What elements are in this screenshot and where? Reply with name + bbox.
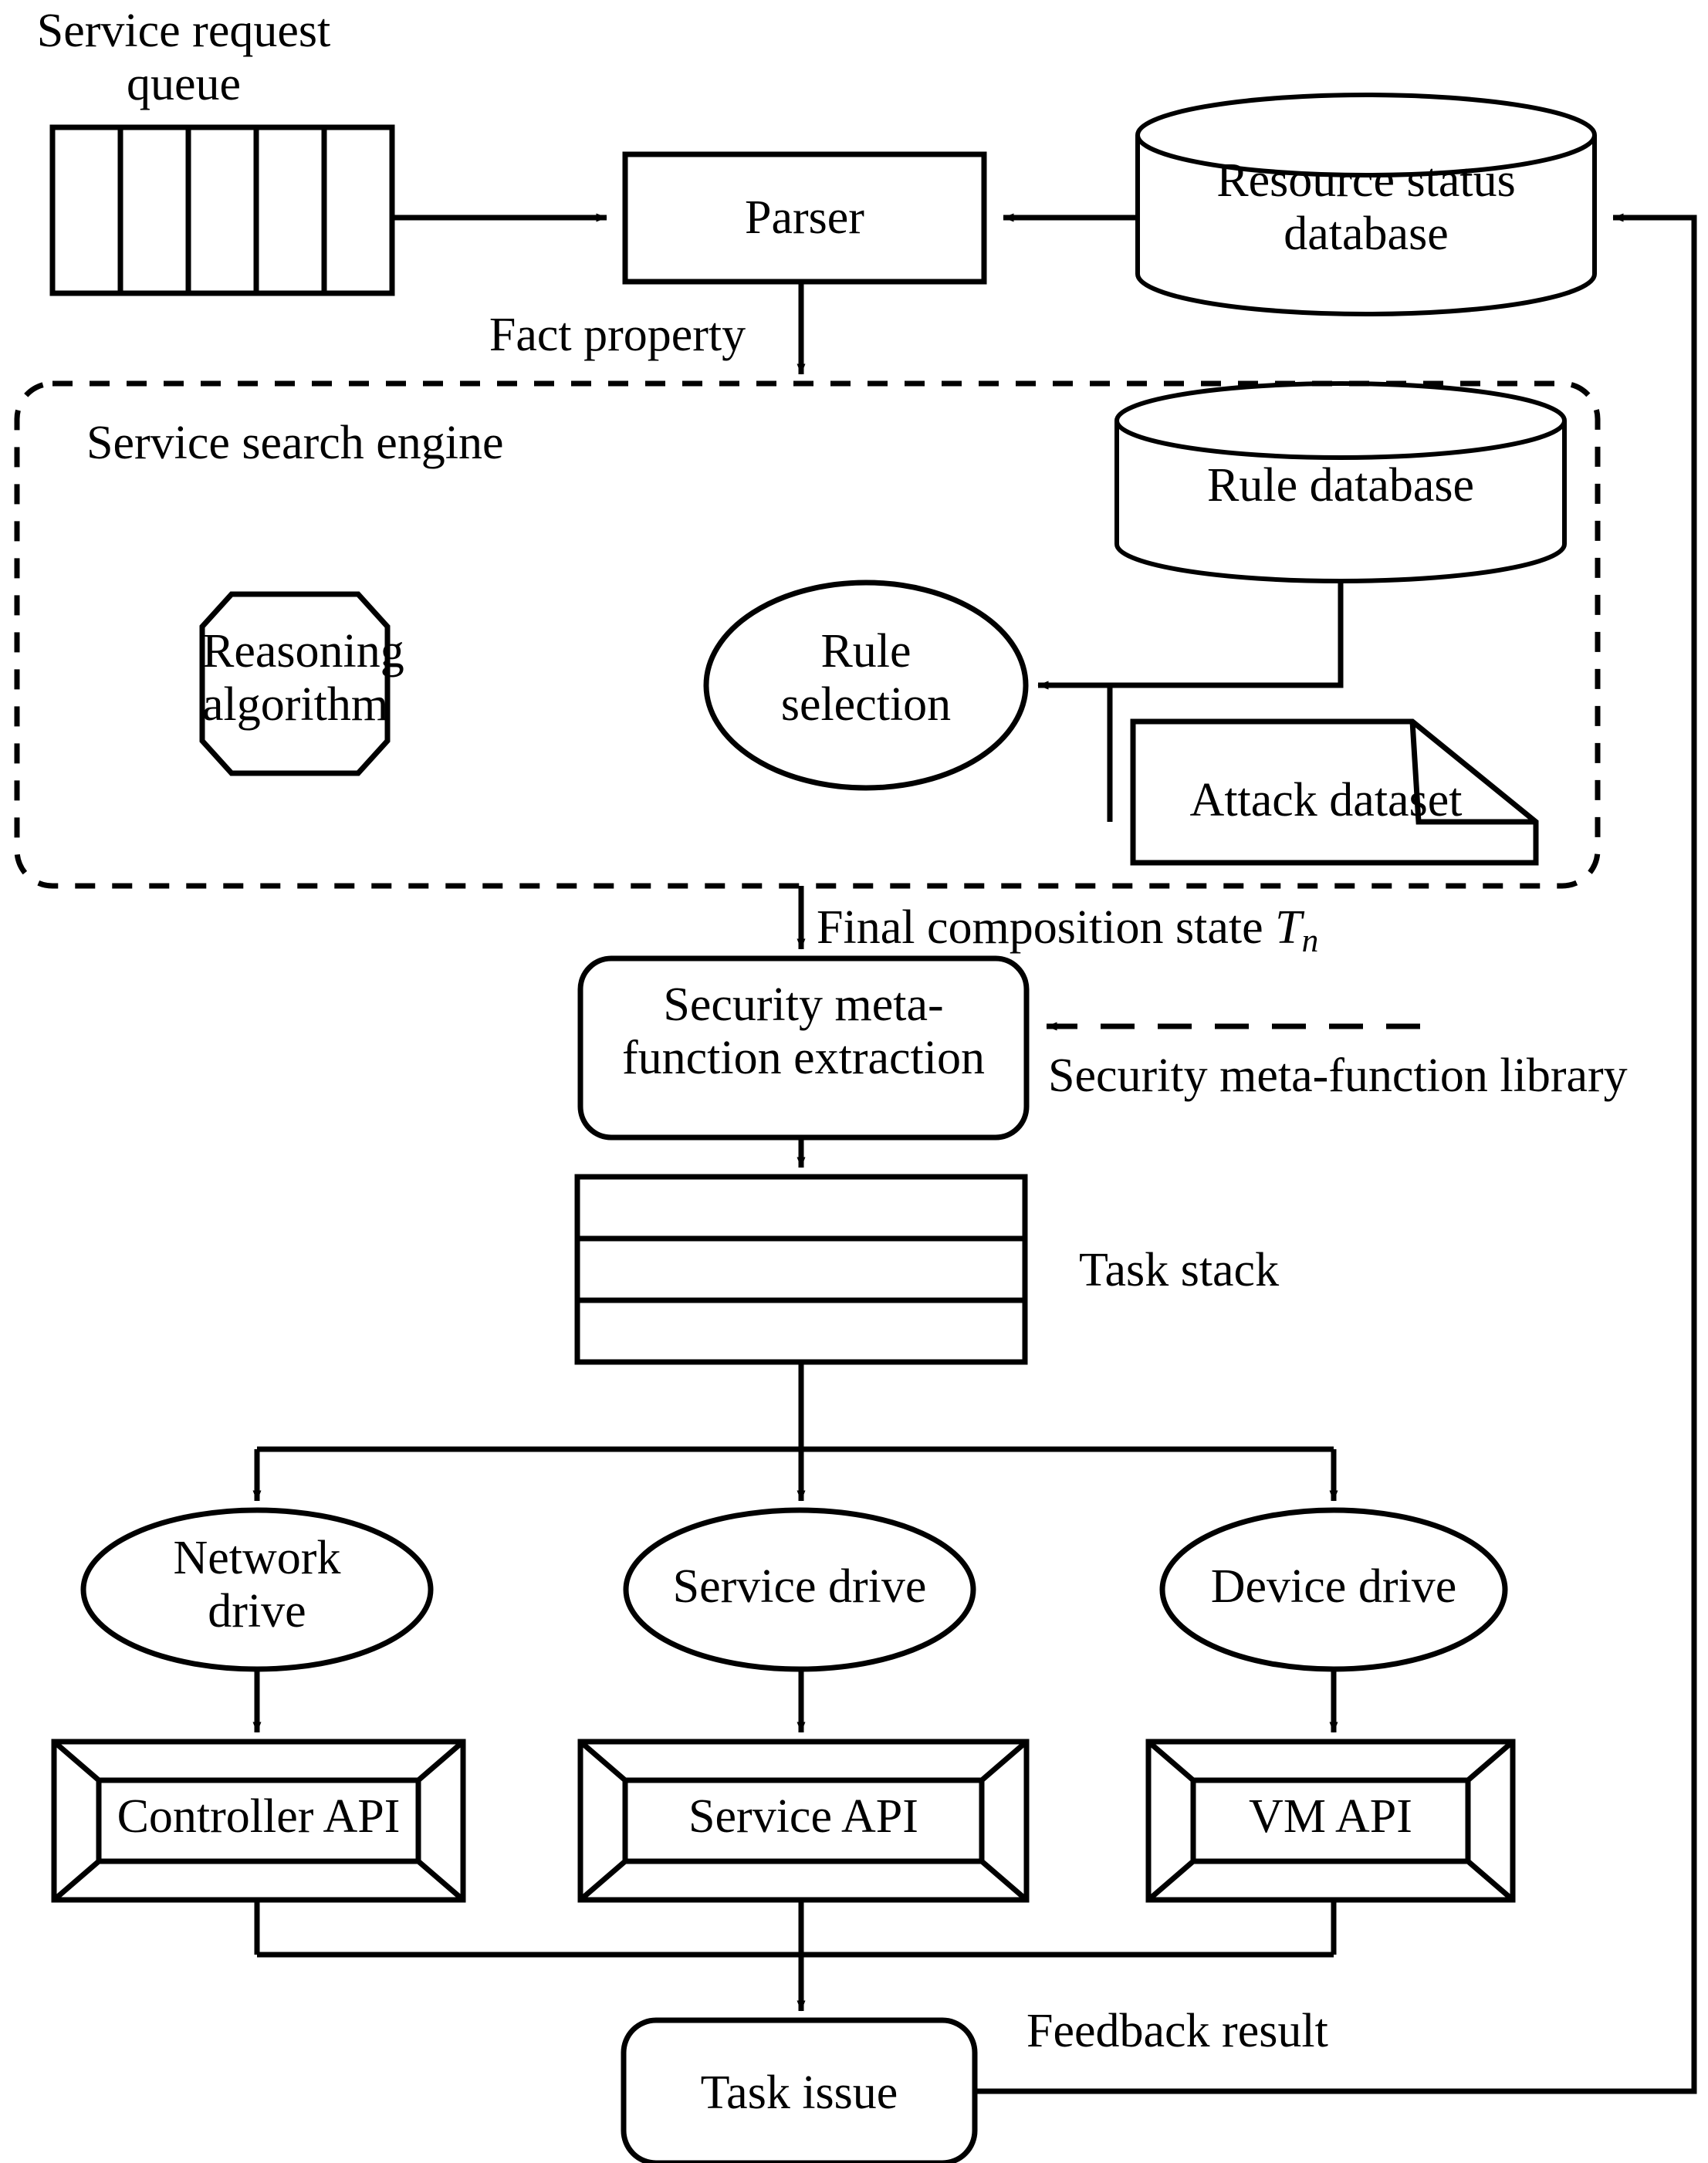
- reasoning-algorithm-shape: [199, 591, 391, 776]
- service-search-engine-container: [14, 380, 1601, 889]
- vm-api-shape: [1145, 1739, 1516, 1903]
- rule-selection-shape: [703, 580, 1029, 791]
- edge-attackdataset-to-ruleselection: [1037, 681, 1113, 822]
- network-drive-shape: [80, 1507, 434, 1672]
- controller-api-shape: [51, 1739, 466, 1903]
- device-drive-shape: [1159, 1507, 1508, 1672]
- task-issue-shape: [621, 2017, 978, 2163]
- task-stack-shape: [574, 1174, 1028, 1365]
- service-drive-shape: [623, 1507, 976, 1672]
- edge-task-issue-feedback: [975, 213, 1697, 2094]
- parser-shape: [622, 151, 987, 285]
- attack-dataset-fold: [1409, 721, 1536, 825]
- service-request-queue-shape: [49, 124, 395, 296]
- attack-dataset-shape: [1130, 718, 1539, 866]
- edge-ruledb-to-ruleselection: [1037, 581, 1344, 690]
- security-meta-function-extraction-shape: [577, 955, 1030, 1141]
- resource-status-database-shape: [1135, 93, 1597, 316]
- service-api-shape: [577, 1739, 1030, 1903]
- rule-database-shape: [1114, 381, 1567, 583]
